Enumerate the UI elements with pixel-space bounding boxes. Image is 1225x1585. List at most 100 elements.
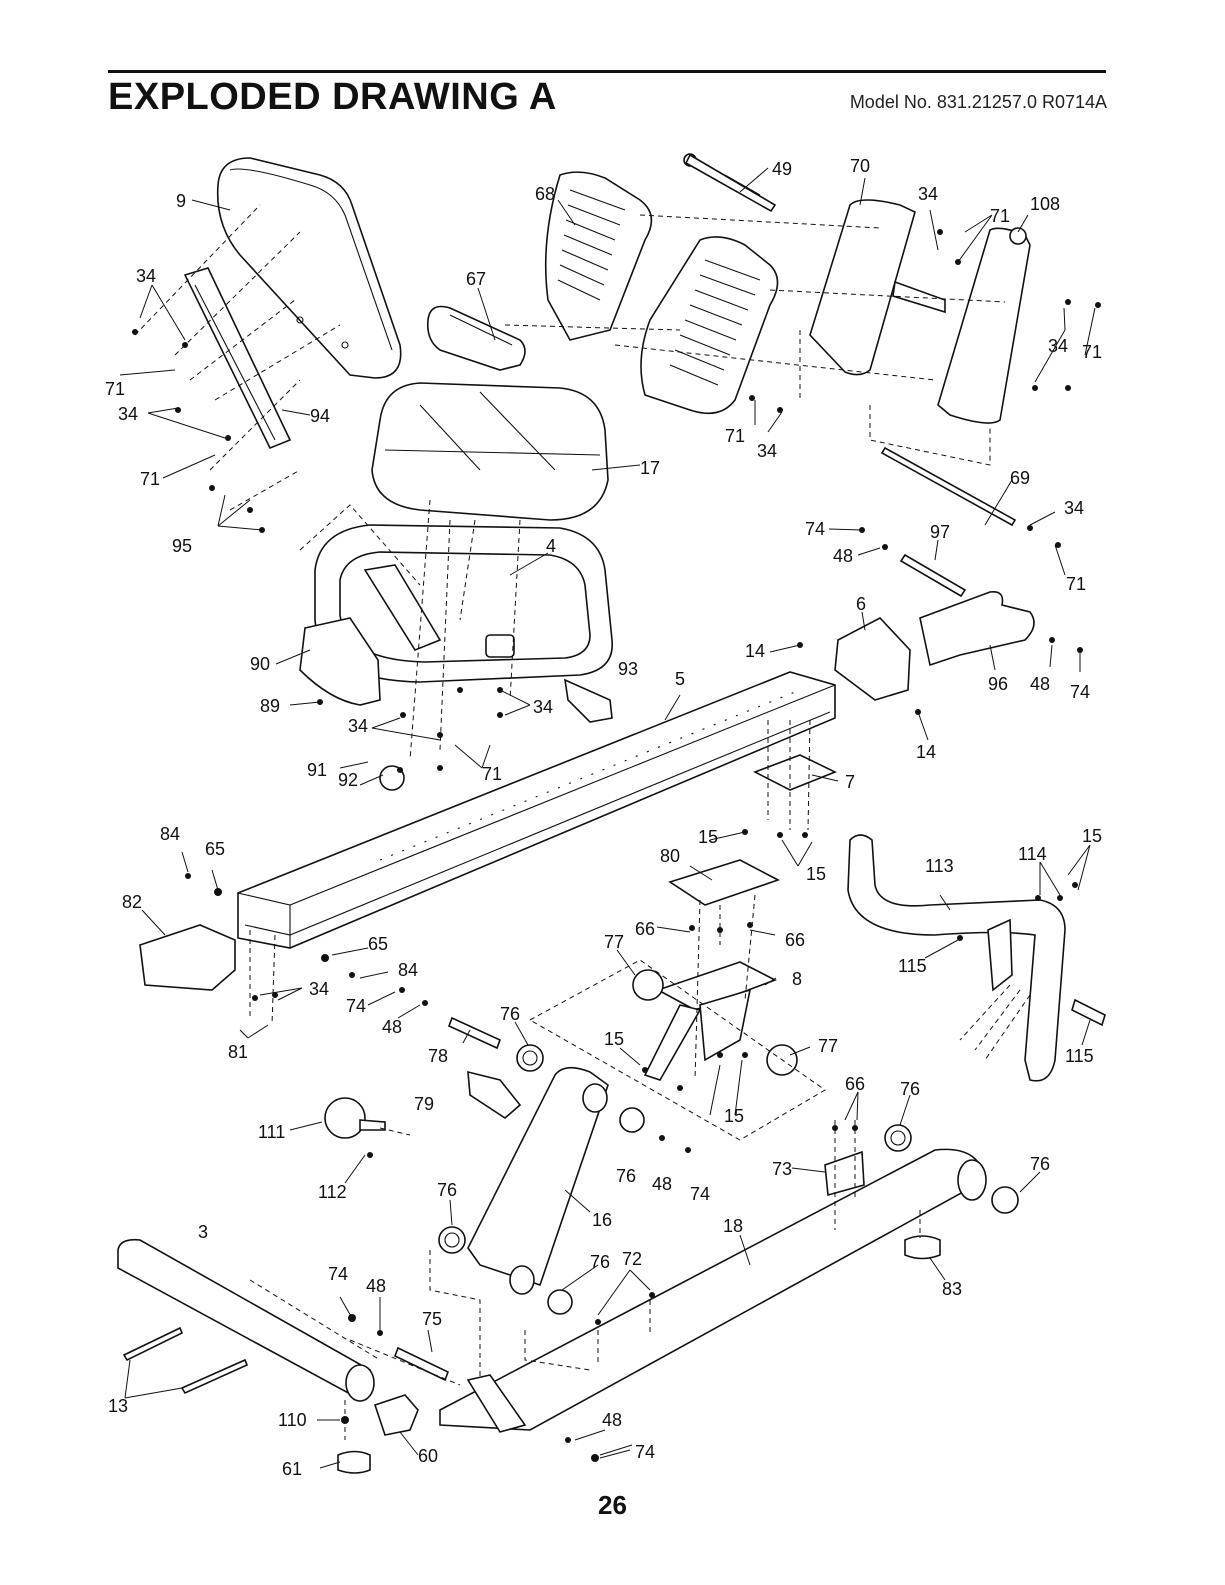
seat-release-cover (299, 617, 381, 706)
bolt-13a (122, 1326, 184, 1362)
callout: 15 (806, 864, 826, 884)
backrest-bracket (183, 267, 292, 450)
callout: 49 (772, 159, 792, 179)
callout: 93 (618, 659, 638, 679)
pedal-right (640, 236, 779, 415)
callout: 74 (805, 519, 825, 539)
callout: 77 (818, 1036, 838, 1056)
callout: 15 (724, 1106, 744, 1126)
callout: 15 (1082, 826, 1102, 846)
callout: 34 (1064, 498, 1084, 518)
crank-arm (809, 199, 1031, 424)
callout: 74 (635, 1442, 655, 1462)
callout: 34 (757, 441, 777, 461)
callout: 15 (604, 1029, 624, 1049)
upright-arm (467, 1066, 609, 1295)
cap-60 (373, 1394, 419, 1436)
callout: 34 (348, 716, 368, 736)
callout: 96 (988, 674, 1008, 694)
callout: 76 (1030, 1154, 1050, 1174)
hardware (132, 229, 1101, 1462)
callout: 76 (590, 1252, 610, 1272)
callout: 8 (792, 969, 802, 989)
callout: 34 (309, 979, 329, 999)
axle-97 (899, 553, 967, 598)
callout: 6 (856, 594, 866, 614)
callout: 69 (1010, 468, 1030, 488)
callout: 74 (328, 1264, 348, 1284)
handlebar (847, 834, 1066, 1082)
callout: 113 (925, 856, 954, 876)
tension-assembly (467, 1070, 522, 1120)
callout: 75 (422, 1309, 442, 1329)
bolt-115 (1071, 998, 1106, 1027)
leveler-foot (337, 1450, 371, 1474)
callout: 14 (916, 742, 936, 762)
bolt-13b (180, 1358, 249, 1395)
callout: 34 (118, 404, 138, 424)
callout: 76 (500, 1004, 520, 1024)
callout: 34 (136, 266, 156, 286)
callout: 71 (482, 764, 502, 784)
pulley-77a (632, 969, 664, 1001)
callout: 110 (278, 1410, 307, 1430)
gear-76d (991, 1186, 1019, 1214)
seat-frame (314, 524, 613, 683)
callout: 79 (414, 1094, 434, 1114)
callout: 84 (398, 960, 418, 980)
callout: 48 (602, 1410, 622, 1430)
callout: 74 (1070, 682, 1090, 702)
callout: 9 (176, 191, 186, 211)
callout: 115 (898, 956, 927, 976)
gear-76e (438, 1226, 466, 1254)
tension-knob (324, 1097, 386, 1139)
callout: 73 (772, 1159, 792, 1179)
callout: 48 (652, 1174, 672, 1194)
backrest-cushion (216, 157, 402, 379)
callout: 70 (850, 156, 870, 176)
callout: 80 (660, 846, 680, 866)
callout: 95 (172, 536, 192, 556)
callout: 67 (466, 269, 486, 289)
gear-76a (516, 1044, 544, 1072)
callout: 71 (990, 206, 1010, 226)
callout: 89 (260, 696, 280, 716)
axle-78 (447, 1016, 502, 1050)
callout: 78 (428, 1046, 448, 1066)
pedal-left (544, 171, 653, 341)
callout: 76 (616, 1166, 636, 1186)
leveler-foot-83 (904, 1235, 941, 1260)
callout: 92 (338, 770, 358, 790)
callout: 34 (533, 697, 553, 717)
callout: 74 (346, 996, 366, 1016)
callout: 48 (382, 1017, 402, 1037)
callout: 90 (250, 654, 270, 674)
callout: 84 (160, 824, 180, 844)
page-title: EXPLODED DRAWING A (108, 76, 557, 118)
end-cap (139, 924, 236, 991)
callout: 97 (930, 522, 950, 542)
bracket-73 (824, 1150, 865, 1197)
callout: 13 (108, 1396, 128, 1416)
plate-80 (668, 859, 781, 906)
callout: 65 (205, 839, 225, 859)
plate-7 (753, 754, 837, 791)
gear-76c (884, 1124, 912, 1152)
callout: 94 (310, 406, 330, 426)
callout: 72 (622, 1249, 642, 1269)
callout: 71 (140, 469, 160, 489)
pin (880, 446, 1017, 527)
bracket-96 (919, 590, 1035, 667)
rear-stabilizer (439, 1148, 987, 1433)
callout: 71 (725, 426, 745, 446)
callout: 71 (1066, 574, 1086, 594)
callout: 34 (918, 184, 938, 204)
callout: 76 (900, 1079, 920, 1099)
callout: 112 (318, 1182, 347, 1202)
callout: 7 (845, 772, 855, 792)
callout: 5 (675, 669, 685, 689)
callout: 74 (690, 1184, 710, 1204)
callout: 60 (418, 1446, 438, 1466)
callout: 34 (1048, 336, 1068, 356)
callout: 68 (535, 184, 555, 204)
